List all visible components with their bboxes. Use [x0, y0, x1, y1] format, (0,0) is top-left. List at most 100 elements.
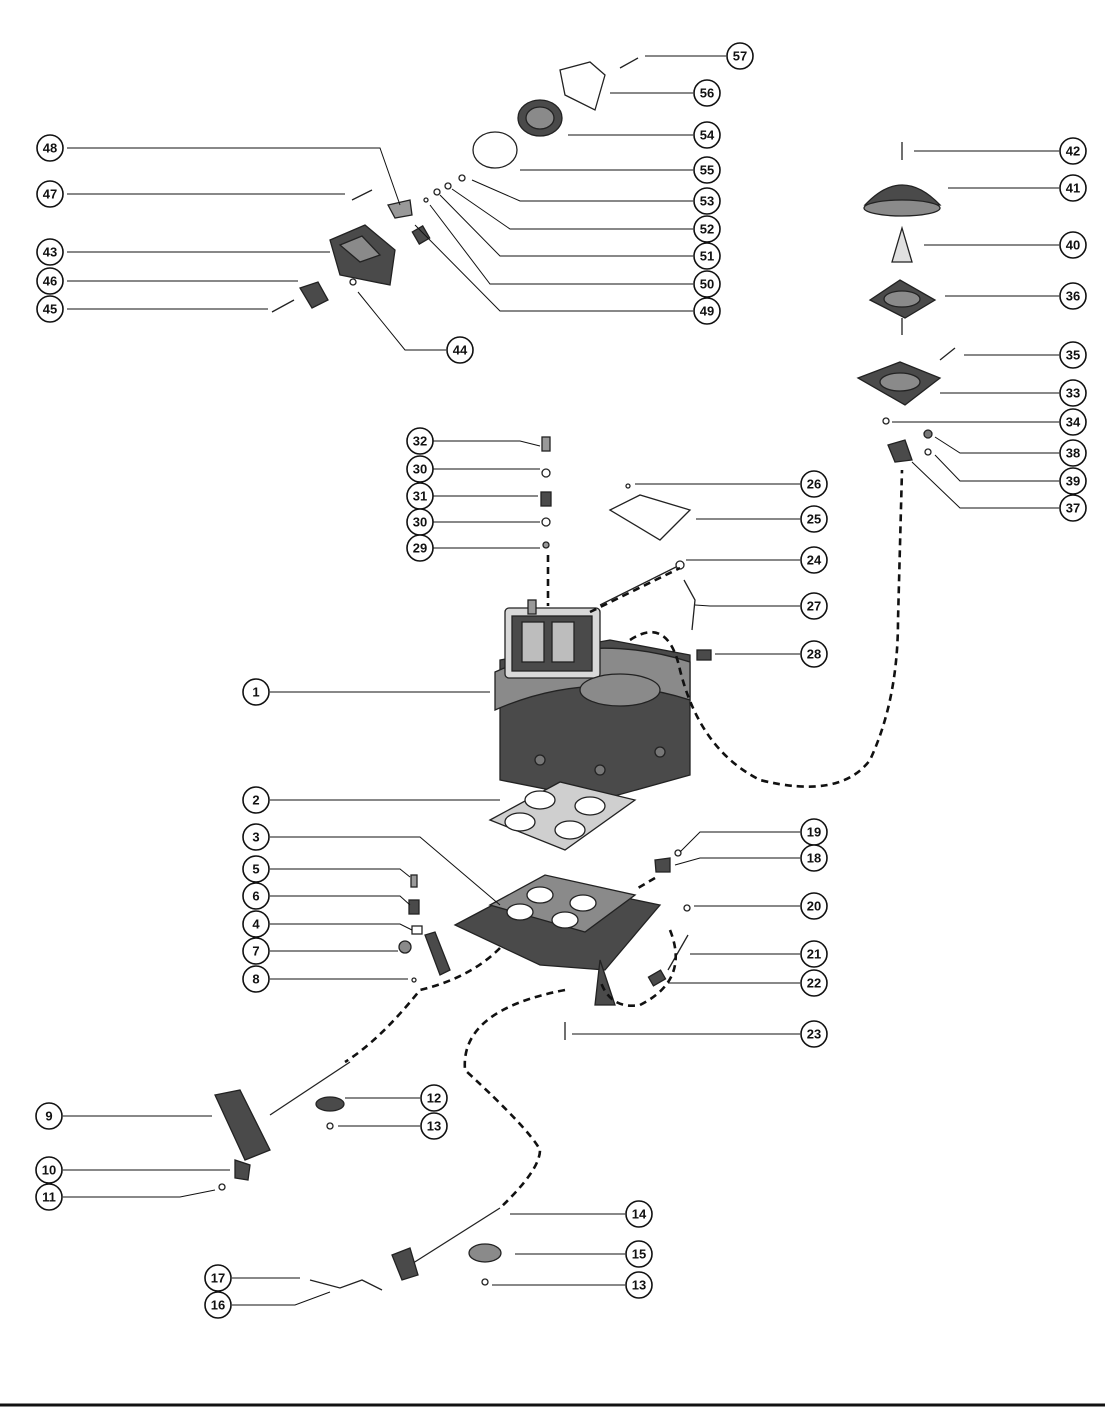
svg-text:8: 8	[252, 972, 259, 987]
svg-text:30: 30	[413, 462, 427, 477]
svg-text:20: 20	[807, 899, 821, 914]
callout-36: 36	[1059, 282, 1087, 310]
svg-text:30: 30	[413, 515, 427, 530]
callout-22: 22	[800, 969, 828, 997]
callout-33: 33	[1059, 379, 1087, 407]
svg-text:53: 53	[700, 194, 714, 209]
svg-text:17: 17	[211, 1271, 225, 1286]
svg-text:31: 31	[413, 489, 427, 504]
callout-51: 51	[693, 242, 721, 270]
callout-23: 23	[800, 1020, 828, 1048]
svg-text:7: 7	[252, 944, 259, 959]
svg-text:4: 4	[252, 917, 260, 932]
callout-45: 45	[36, 295, 64, 323]
svg-text:10: 10	[42, 1163, 56, 1178]
callout-labels: 57 56 54 55 53 52 51 50 49 48 47 43 46 4…	[35, 42, 1087, 1319]
callout-24: 24	[800, 546, 828, 574]
svg-text:54: 54	[700, 128, 715, 143]
svg-text:33: 33	[1066, 386, 1080, 401]
svg-text:35: 35	[1066, 348, 1080, 363]
svg-text:27: 27	[807, 599, 821, 614]
callout-4: 4	[242, 910, 270, 938]
svg-text:37: 37	[1066, 501, 1080, 516]
callout-40: 40	[1059, 231, 1087, 259]
svg-text:15: 15	[632, 1247, 646, 1262]
svg-text:22: 22	[807, 976, 821, 991]
callout-50: 50	[693, 270, 721, 298]
svg-text:6: 6	[252, 889, 259, 904]
svg-text:34: 34	[1066, 415, 1081, 430]
svg-text:14: 14	[632, 1207, 647, 1222]
svg-text:11: 11	[42, 1190, 56, 1205]
svg-text:13: 13	[632, 1278, 646, 1293]
svg-text:36: 36	[1066, 289, 1080, 304]
svg-text:42: 42	[1066, 144, 1080, 159]
svg-text:48: 48	[43, 141, 57, 156]
svg-text:40: 40	[1066, 238, 1080, 253]
callout-26: 26	[800, 470, 828, 498]
callout-46: 46	[36, 267, 64, 295]
callout-15: 15	[625, 1240, 653, 1268]
callout-34: 34	[1059, 408, 1087, 436]
callout-3: 3	[242, 823, 270, 851]
svg-text:24: 24	[807, 553, 822, 568]
callout-10: 10	[35, 1156, 63, 1184]
callout-12: 12	[420, 1084, 448, 1112]
accelerator-pump-parts	[271, 189, 431, 313]
choke-parts	[599, 483, 712, 661]
callout-37: 37	[1059, 494, 1087, 522]
callout-44: 44	[446, 336, 474, 364]
svg-text:28: 28	[807, 647, 821, 662]
callout-39: 39	[1059, 467, 1087, 495]
svg-text:26: 26	[807, 477, 821, 492]
svg-text:50: 50	[700, 277, 714, 292]
svg-text:51: 51	[700, 249, 714, 264]
base-gasket-part	[488, 781, 637, 851]
svg-text:25: 25	[807, 512, 821, 527]
callout-6: 6	[242, 882, 270, 910]
callout-30-lower: 30	[406, 508, 434, 536]
carburetor-body-part	[494, 599, 691, 801]
callout-9: 9	[35, 1102, 63, 1130]
callout-56: 56	[693, 79, 721, 107]
callout-42: 42	[1059, 137, 1087, 165]
callout-11: 11	[35, 1183, 63, 1211]
throttle-shaft-parts	[214, 1061, 351, 1191]
callout-31: 31	[406, 482, 434, 510]
callout-1: 1	[242, 678, 270, 706]
callout-27: 27	[800, 592, 828, 620]
svg-text:3: 3	[252, 830, 259, 845]
callout-2: 2	[242, 786, 270, 814]
callout-17: 17	[204, 1264, 232, 1292]
callout-13-lower: 13	[625, 1271, 653, 1299]
svg-text:46: 46	[43, 274, 57, 289]
connection-lines	[344, 469, 904, 1209]
callout-28: 28	[800, 640, 828, 668]
choke-shaft-parts	[309, 1207, 502, 1291]
svg-text:43: 43	[43, 245, 57, 260]
callout-19: 19	[800, 818, 828, 846]
svg-text:56: 56	[700, 86, 714, 101]
callout-16: 16	[204, 1291, 232, 1319]
svg-text:49: 49	[700, 304, 714, 319]
svg-text:55: 55	[700, 163, 714, 178]
svg-text:12: 12	[427, 1091, 441, 1106]
callout-14: 14	[625, 1200, 653, 1228]
svg-text:23: 23	[807, 1027, 821, 1042]
svg-text:29: 29	[413, 541, 427, 556]
callout-29: 29	[406, 534, 434, 562]
svg-text:18: 18	[807, 851, 821, 866]
svg-text:52: 52	[700, 222, 714, 237]
linkage-small-parts	[398, 849, 691, 1040]
callout-32: 32	[406, 427, 434, 455]
svg-text:9: 9	[45, 1109, 52, 1124]
callout-53: 53	[693, 187, 721, 215]
svg-text:47: 47	[43, 187, 57, 202]
callout-25: 25	[800, 505, 828, 533]
callout-55: 55	[693, 156, 721, 184]
callout-8: 8	[242, 965, 270, 993]
svg-text:5: 5	[252, 862, 259, 877]
callout-35: 35	[1059, 341, 1087, 369]
throttle-body-part	[453, 874, 662, 1006]
